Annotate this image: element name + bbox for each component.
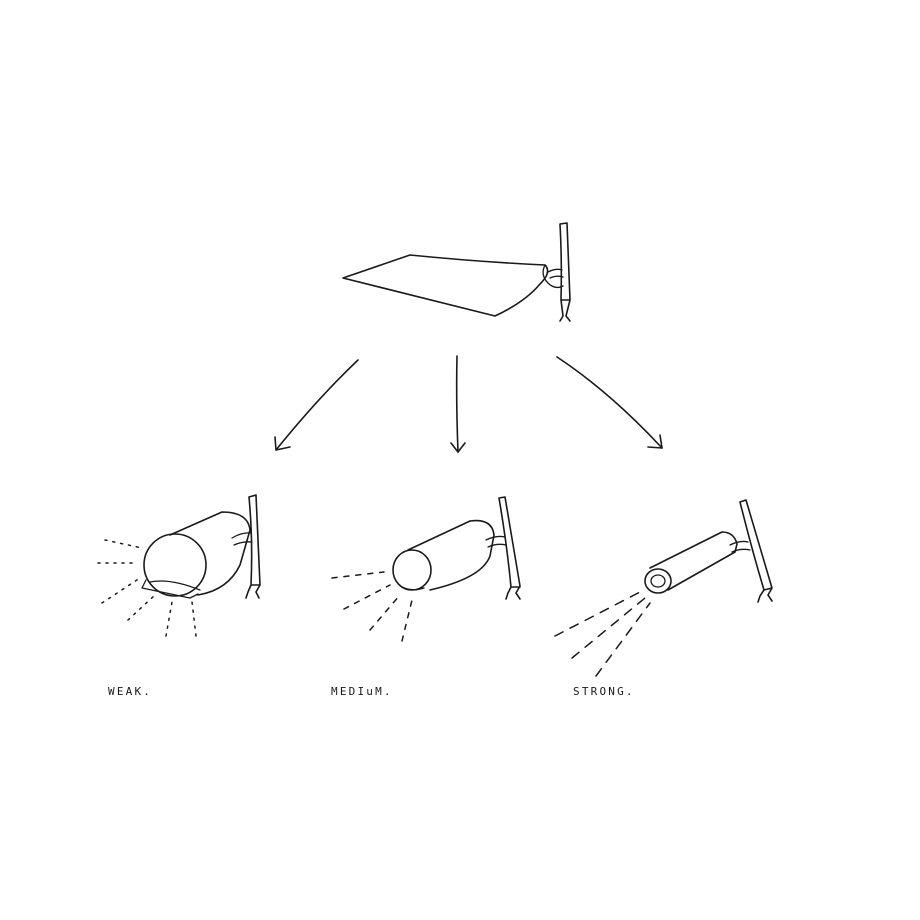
arrow-to-strong xyxy=(556,356,663,449)
strong-tube-inner xyxy=(650,574,666,588)
weak-tube-body xyxy=(169,511,251,596)
label-medium: MEDIuM. xyxy=(331,685,393,698)
arrow-to-medium xyxy=(450,355,466,453)
medium-tube-flap xyxy=(401,586,425,591)
sheet-curl xyxy=(542,264,564,289)
hand-fingers-strong xyxy=(729,540,751,553)
strong-tube-opening xyxy=(644,568,672,594)
strong-light-rays xyxy=(554,591,651,677)
holding-hand-top xyxy=(559,222,571,322)
medium-light-rays xyxy=(331,571,413,642)
arrow-to-weak xyxy=(274,359,359,451)
weak-roll-illustration: WEAK. xyxy=(97,494,261,698)
medium-tube-opening xyxy=(392,549,432,591)
arrows xyxy=(274,355,663,453)
strong-roll-illustration: STRONG. xyxy=(554,499,773,698)
medium-roll-illustration: MEDIuM. xyxy=(331,496,521,698)
weak-tube-opening xyxy=(143,533,207,597)
weak-tube-flap xyxy=(141,579,201,599)
weak-light-rays xyxy=(97,539,197,637)
flat-sheet xyxy=(342,254,549,317)
label-strong: STRONG. xyxy=(573,685,635,698)
label-weak: WEAK. xyxy=(108,685,152,698)
hand-fingers-weak xyxy=(231,532,253,546)
medium-tube-body xyxy=(407,519,495,591)
holding-hand-strong xyxy=(739,499,773,603)
hand-fingers-top xyxy=(547,268,564,279)
holding-hand-weak xyxy=(245,494,261,599)
strong-tube-body xyxy=(649,531,738,591)
hand-fingers-medium xyxy=(485,535,507,548)
holding-hand-medium xyxy=(498,496,521,600)
flat-sheet-illustration xyxy=(342,222,571,322)
